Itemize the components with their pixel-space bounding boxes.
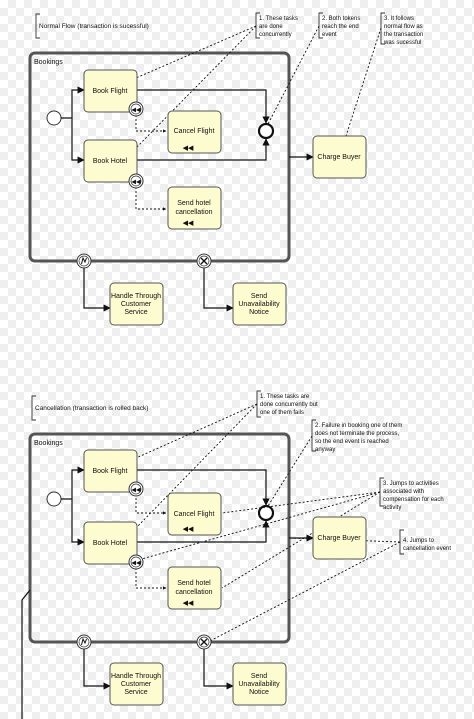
svg-text:cancellation: cancellation bbox=[176, 589, 213, 596]
bottom-book-hotel-task: Book Hotel bbox=[83, 521, 138, 565]
top-cancel-boundary-event bbox=[196, 253, 212, 269]
svg-text:Book Flight: Book Flight bbox=[92, 468, 127, 475]
bottom-charge-buyer-task: Charge Buyer bbox=[312, 516, 367, 560]
svg-text:associated with: associated with bbox=[383, 489, 424, 495]
top-header: Normal Flow (transaction is sucessful) bbox=[39, 23, 149, 30]
svg-text:Cancel Flight: Cancel Flight bbox=[174, 511, 215, 518]
svg-text:was sucessful: was sucessful bbox=[383, 40, 421, 46]
svg-text:Service: Service bbox=[124, 689, 147, 696]
svg-text:Customer: Customer bbox=[121, 681, 152, 688]
svg-text:Handle Through: Handle Through bbox=[111, 673, 161, 680]
svg-text:concurrently: concurrently bbox=[259, 32, 292, 38]
svg-text:3. Jumps to activities: 3. Jumps to activities bbox=[383, 481, 439, 487]
svg-text:so the end event is reached: so the end event is reached bbox=[315, 439, 389, 445]
bottom-compensation-boundary-event-hotel: ◀◀ bbox=[128, 554, 144, 570]
svg-text:◀◀: ◀◀ bbox=[131, 561, 141, 567]
bottom-annotation-3: 3. Jumps to activities associated with c… bbox=[379, 477, 444, 511]
bottom-handle-customer-service-task: Handle Through Customer Service bbox=[109, 662, 164, 706]
top-pool-label: Bookings bbox=[34, 59, 63, 66]
svg-text:Send hotel: Send hotel bbox=[177, 200, 211, 207]
svg-text:cancellation event: cancellation event bbox=[403, 546, 451, 552]
svg-text:3. It follows: 3. It follows bbox=[384, 16, 414, 22]
bottom-diagram: Cancellation (transaction is rolled back… bbox=[21, 390, 451, 719]
svg-text:Send hotel: Send hotel bbox=[177, 580, 211, 587]
svg-text:event: event bbox=[322, 32, 337, 38]
svg-text:anyway: anyway bbox=[315, 447, 335, 453]
svg-text:Service: Service bbox=[124, 309, 147, 316]
svg-text:compensation for each: compensation for each bbox=[383, 497, 444, 503]
top-pool-bookings bbox=[28, 51, 291, 263]
top-charge-buyer-task: Charge Buyer bbox=[312, 135, 367, 179]
compensation-icon: ◀◀ bbox=[183, 220, 194, 227]
top-handle-customer-service-task: Handle Through Customer Service bbox=[109, 282, 164, 326]
svg-text:are done: are done bbox=[259, 24, 283, 30]
svg-text:2. Both tokens: 2. Both tokens bbox=[322, 16, 360, 22]
bottom-cancel-flight-task: Cancel Flight ◀◀ bbox=[167, 492, 222, 536]
top-annotation-2: 2. Both tokens reach the end event bbox=[318, 12, 360, 39]
svg-text:1. These tasks are: 1. These tasks are bbox=[260, 394, 310, 400]
svg-text:◀◀: ◀◀ bbox=[131, 108, 141, 114]
top-compensation-boundary-event-flight: ◀◀ bbox=[128, 101, 144, 117]
top-header-bracket bbox=[35, 13, 40, 39]
svg-text:activity: activity bbox=[383, 505, 401, 511]
svg-text:Notice: Notice bbox=[249, 309, 269, 316]
svg-text:2. Failure in booking one of t: 2. Failure in booking one of them bbox=[315, 423, 402, 429]
svg-text:◀◀: ◀◀ bbox=[131, 488, 141, 494]
svg-text:Book Hotel: Book Hotel bbox=[93, 158, 128, 165]
bottom-header: Cancellation (transaction is rolled back… bbox=[35, 405, 148, 412]
svg-text:Notice: Notice bbox=[249, 689, 269, 696]
compensation-icon: ◀◀ bbox=[183, 600, 194, 607]
svg-text:the transaction: the transaction bbox=[384, 32, 423, 38]
top-send-unavailability-task: Send Unavailability Notice bbox=[232, 282, 287, 326]
top-send-hotel-cancellation-task: Send hotel cancellation ◀◀ bbox=[167, 186, 222, 230]
svg-text:Unavailability: Unavailability bbox=[238, 681, 280, 688]
svg-text:Book Hotel: Book Hotel bbox=[93, 540, 128, 547]
bottom-send-unavailability-task: Send Unavailability Notice bbox=[232, 662, 287, 706]
bottom-end-event bbox=[257, 504, 275, 522]
svg-text:Send: Send bbox=[251, 673, 267, 680]
top-start-event bbox=[46, 110, 62, 126]
bottom-header-bracket bbox=[31, 395, 36, 421]
top-compensation-boundary-event-hotel: ◀◀ bbox=[128, 173, 144, 189]
bottom-annotation-1: 1. These tasks are done concurrently but… bbox=[256, 390, 318, 418]
bottom-send-hotel-cancellation-task: Send hotel cancellation ◀◀ bbox=[167, 566, 222, 610]
svg-text:Book Flight: Book Flight bbox=[92, 88, 127, 95]
svg-text:cancellation: cancellation bbox=[176, 209, 213, 216]
top-error-boundary-event bbox=[76, 253, 92, 269]
bottom-pool-bookings bbox=[28, 432, 291, 644]
top-annotation-1: 1. These tasks are done concurrently bbox=[255, 12, 298, 39]
bottom-book-flight-task: Book Flight bbox=[83, 449, 138, 493]
svg-text:normal flow as: normal flow as bbox=[384, 24, 423, 30]
top-diagram: Normal Flow (transaction is sucessful) 1… bbox=[28, 12, 423, 326]
svg-text:Unavailability: Unavailability bbox=[238, 301, 280, 308]
bottom-annotation-2: 2. Failure in booking one of them does n… bbox=[311, 419, 402, 453]
svg-text:Customer: Customer bbox=[121, 301, 152, 308]
compensation-icon: ◀◀ bbox=[183, 526, 194, 533]
top-cancel-flight-task: Cancel Flight ◀◀ bbox=[167, 110, 222, 154]
top-book-hotel-task: Book Hotel bbox=[83, 139, 138, 183]
bottom-annotation-4: 4. Jumps to cancellation event bbox=[399, 529, 451, 555]
bottom-error-boundary-event bbox=[76, 634, 92, 650]
compensation-icon: ◀◀ bbox=[183, 145, 194, 152]
svg-text:Charge Buyer: Charge Buyer bbox=[317, 535, 361, 542]
bottom-cancel-boundary-event bbox=[196, 634, 212, 650]
top-annotation-3: 3. It follows normal flow as the transac… bbox=[380, 12, 423, 46]
svg-text:Charge Buyer: Charge Buyer bbox=[317, 154, 361, 161]
svg-text:Handle Through: Handle Through bbox=[111, 293, 161, 300]
svg-text:4. Jumps to: 4. Jumps to bbox=[403, 538, 435, 544]
bottom-pool-label: Bookings bbox=[34, 440, 63, 447]
svg-text:Cancel Flight: Cancel Flight bbox=[174, 128, 215, 135]
svg-text:one of them fails: one of them fails bbox=[260, 410, 304, 416]
svg-text:does not terminate the process: does not terminate the process, bbox=[315, 431, 399, 437]
top-end-event bbox=[257, 122, 275, 140]
svg-text:Send: Send bbox=[251, 293, 267, 300]
svg-text:reach the end: reach the end bbox=[322, 24, 359, 30]
top-book-flight-task: Book Flight bbox=[83, 69, 138, 113]
svg-text:◀◀: ◀◀ bbox=[131, 180, 141, 186]
bottom-compensation-boundary-event-flight: ◀◀ bbox=[128, 481, 144, 497]
svg-text:done concurrently but: done concurrently but bbox=[260, 402, 318, 408]
bottom-start-event bbox=[46, 491, 62, 507]
svg-text:1. These tasks: 1. These tasks bbox=[259, 16, 298, 22]
